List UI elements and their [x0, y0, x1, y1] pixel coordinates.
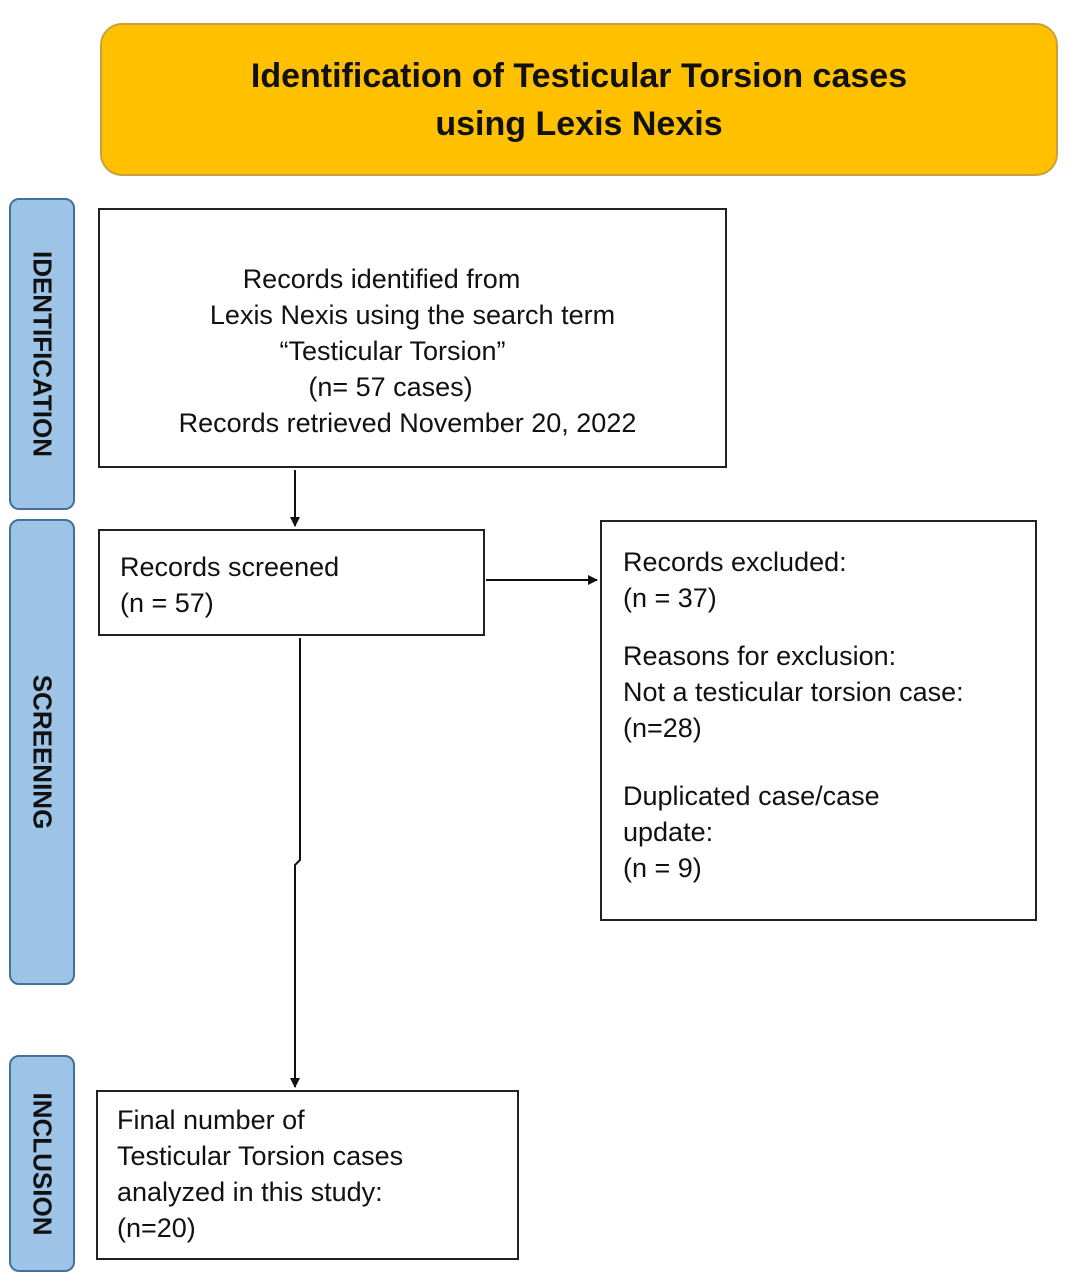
exclusion-reason-1-label: Not a testicular torsion case: — [623, 677, 964, 707]
title-line-2: using Lexis Nexis — [435, 104, 723, 143]
records-identified-box: Records identified from Lexis Nexis usin… — [98, 208, 727, 468]
screened-line-2: (n = 57) — [120, 588, 214, 618]
stage-label-inclusion: INCLUSION — [27, 1092, 58, 1235]
exclusion-reason-1-count: (n=28) — [623, 713, 702, 743]
excluded-heading: Records excluded: — [623, 547, 847, 577]
exclusion-reasons-heading: Reasons for exclusion: — [623, 641, 897, 671]
exclusion-reason-2-label-1: Duplicated case/case — [623, 781, 880, 811]
exclusion-reason-2-count: (n = 9) — [623, 853, 702, 883]
stage-tab-identification: IDENTIFICATION — [9, 198, 75, 510]
arrow-screened-to-final — [290, 638, 301, 1088]
final-line-3: analyzed in this study: — [117, 1177, 383, 1207]
stage-label-screening: SCREENING — [27, 674, 58, 830]
stage-tab-screening: SCREENING — [9, 519, 75, 985]
final-line-4: (n=20) — [117, 1213, 196, 1243]
screened-line-1: Records screened — [120, 552, 340, 582]
identified-line-4: (n= 57 cases) — [308, 372, 473, 402]
exclusion-reason-2-label-2: update: — [623, 817, 714, 847]
records-screened-box: Records screened (n = 57) — [98, 529, 485, 636]
records-excluded-box: Records excluded: (n = 37) Reasons for e… — [600, 520, 1037, 921]
identified-line-2: Lexis Nexis using the search term — [209, 300, 616, 330]
final-cases-box: Final number of Testicular Torsion cases… — [96, 1090, 519, 1260]
stage-tab-inclusion: INCLUSION — [9, 1055, 75, 1272]
identified-line-1: Records identified from — [242, 264, 521, 294]
title-banner: Identification of Testicular Torsion cas… — [100, 23, 1058, 176]
title-line-1: Identification of Testicular Torsion cas… — [250, 56, 908, 95]
identified-line-3: “Testicular Torsion” — [279, 336, 506, 366]
excluded-count: (n = 37) — [623, 583, 717, 613]
identified-line-5: Records retrieved November 20, 2022 — [178, 408, 637, 438]
final-line-2: Testicular Torsion cases — [117, 1141, 404, 1171]
final-line-1: Final number of — [117, 1105, 305, 1135]
